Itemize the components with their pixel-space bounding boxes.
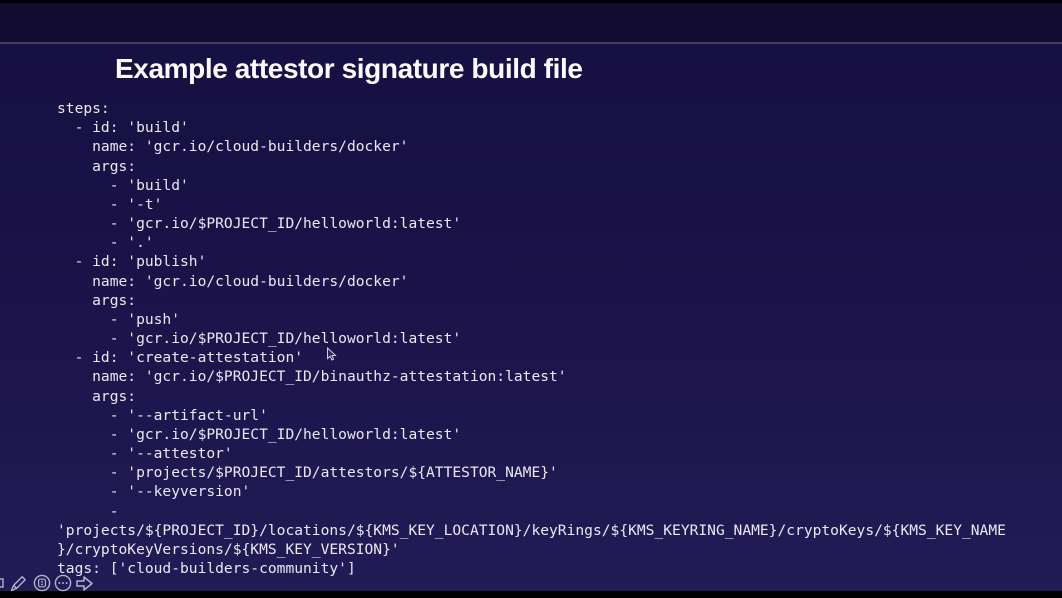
slide-background	[0, 44, 1062, 598]
yaml-build-file-code: steps: - id: 'build' name: 'gcr.io/cloud…	[57, 100, 1006, 578]
slide-heading: Example attestor signature build file	[115, 53, 583, 84]
bottom-letterbox-bar	[0, 591, 1062, 598]
annotation-toolbar	[0, 573, 94, 593]
next-arrow-icon[interactable]	[75, 575, 94, 592]
remote-icon[interactable]	[33, 574, 51, 592]
square-icon[interactable]	[0, 577, 6, 589]
header-divider	[0, 42, 1062, 44]
more-dots-icon[interactable]	[54, 574, 72, 592]
slide-header-strip	[0, 3, 1062, 42]
top-letterbox-bar	[0, 0, 1062, 3]
pencil-icon[interactable]	[9, 574, 28, 593]
mouse-cursor-icon	[326, 346, 338, 367]
